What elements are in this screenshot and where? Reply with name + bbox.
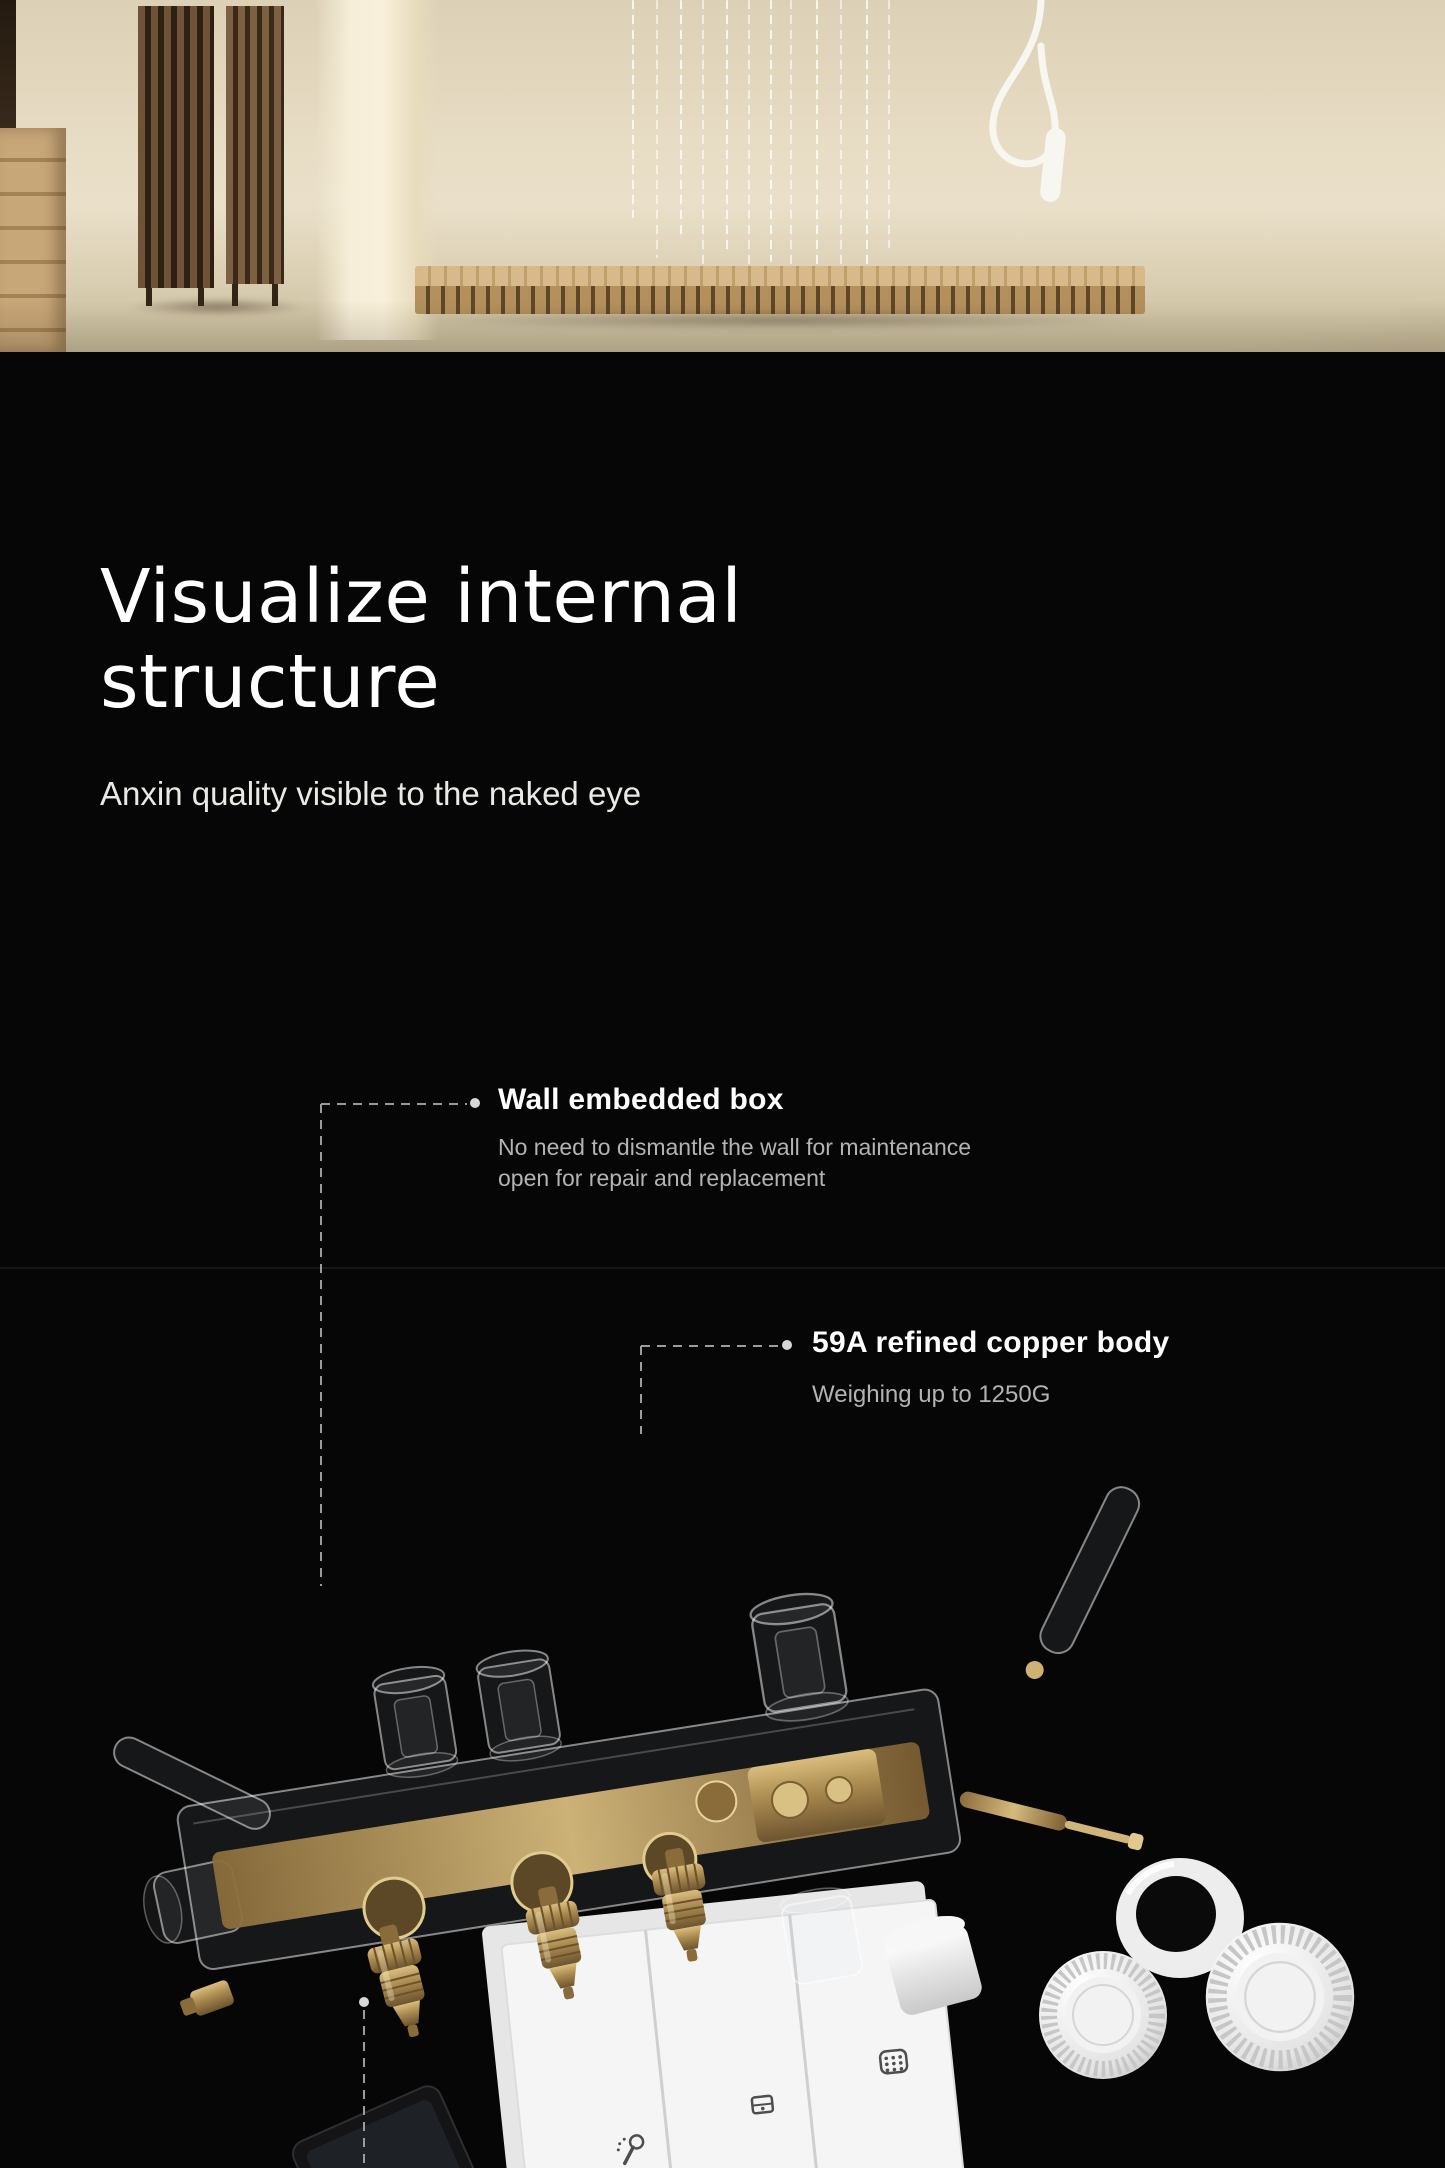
water-stream [632, 0, 634, 218]
wood-cabinet [0, 128, 66, 352]
callout-line-vertical [363, 2010, 365, 2168]
valve-stem [959, 1791, 1144, 1851]
description-line: open for repair and replacement [498, 1164, 826, 1191]
page-title-line2: structure [100, 638, 441, 725]
wood-slat-panel [138, 6, 214, 306]
callout-dot [470, 1098, 480, 1108]
brass-fitting [180, 1980, 234, 2016]
phone [292, 2085, 477, 2168]
water-stream [770, 0, 772, 262]
right-lever-handle [1039, 1486, 1141, 1655]
white-cap [883, 1915, 982, 2015]
description-line: No need to dismantle the wall for mainte… [498, 1134, 972, 1160]
callout-wall-embedded-box-description: No need to dismantle the wall for mainte… [498, 1132, 971, 1194]
water-stream [790, 0, 792, 290]
wood-slat-panel [226, 6, 284, 306]
clear-knob [473, 1645, 564, 1767]
callout-line-horizontal [641, 1345, 779, 1347]
page-subtitle: Anxin quality visible to the naked eye [100, 775, 642, 812]
page-title: Visualize internal structure [100, 553, 743, 725]
water-stream [726, 0, 728, 250]
white-knob [1039, 1951, 1167, 2079]
mat-top [415, 266, 1145, 286]
panel-shadow [128, 298, 308, 316]
callout-line-horizontal [321, 1103, 467, 1105]
callout-wall-embedded-box-label: Wall embedded box [498, 1083, 784, 1116]
clear-cylinder [779, 1887, 863, 1985]
section-divider [0, 1267, 1445, 1269]
callout-copper-body-label: 59A refined copper body [812, 1326, 1170, 1359]
clear-knob [370, 1661, 461, 1783]
water-stream [748, 0, 750, 285]
valve-body-assembly [113, 1486, 1141, 1970]
callout-copper-body-description: Weighing up to 1250G [812, 1381, 1051, 1408]
page-title-line1: Visualize internal [100, 553, 743, 640]
hero-photo [0, 0, 1445, 352]
wood-duckboard-mat [415, 266, 1145, 314]
white-trim-ring [1116, 1858, 1244, 1978]
product-exploded-view [113, 1486, 1382, 2168]
callout-dot [359, 1997, 369, 2007]
callout-line-vertical [640, 1346, 642, 1434]
water-stream [866, 0, 868, 272]
water-stream [816, 0, 818, 268]
water-streams [630, 0, 910, 300]
left-lever-handle [113, 1736, 271, 1830]
mat-front [415, 286, 1145, 314]
mat-shadow [410, 312, 1150, 328]
handheld-shower [989, 0, 1066, 202]
water-stream [840, 0, 842, 292]
white-knob [1206, 1923, 1354, 2071]
water-stream [680, 0, 682, 238]
water-stream [702, 0, 704, 278]
callout-dot [782, 1340, 792, 1350]
water-stream [656, 0, 658, 258]
water-stream [888, 0, 890, 248]
callout-line-vertical [320, 1104, 322, 1586]
control-face-plates [482, 1881, 966, 2168]
vignette [0, 0, 1445, 352]
floor-shade [0, 300, 1445, 352]
